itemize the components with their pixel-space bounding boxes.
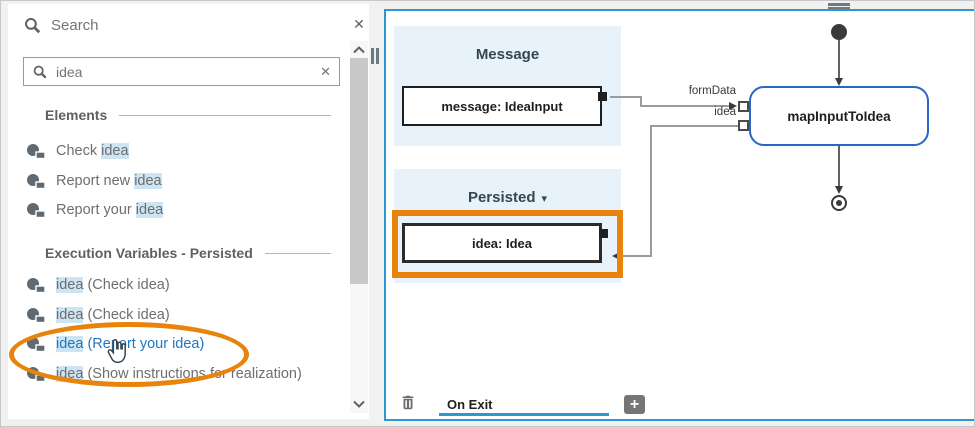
scrollbar-thumb[interactable]	[350, 58, 368, 284]
map-input-to-idea-node[interactable]: mapInputToIdea	[749, 86, 929, 146]
list-item[interactable]: idea (Check idea)	[26, 305, 356, 325]
port-formdata[interactable]	[738, 101, 749, 112]
list-item-label: Report your idea	[56, 202, 164, 218]
search-panel-header: Search	[23, 13, 99, 37]
search-input[interactable]: idea ✕	[23, 57, 340, 86]
list-item[interactable]: idea (Report your idea)	[26, 334, 356, 354]
persisted-group-title: Persisted ▾	[394, 189, 621, 206]
task-icon	[26, 173, 46, 189]
panel-resize-handle[interactable]	[371, 48, 380, 64]
clear-search-icon[interactable]: ✕	[320, 63, 331, 79]
list-item[interactable]: idea (Check idea)	[26, 275, 356, 295]
delete-icon[interactable]	[399, 393, 419, 413]
variables-list: idea (Check idea) idea (Check idea) idea (…	[26, 275, 356, 393]
scroll-up-icon[interactable]	[350, 41, 368, 58]
search-icon	[32, 64, 48, 80]
list-item-label: idea (Check idea)	[56, 306, 170, 323]
port-label-idea: idea	[714, 106, 736, 118]
search-panel-title: Search	[51, 16, 99, 34]
task-icon	[26, 277, 46, 293]
mapping-diagram-panel: Message message: IdeaInput Persisted ▾ id…	[384, 9, 974, 421]
diagram-edges	[610, 24, 847, 260]
list-item-label: idea (Check idea)	[56, 277, 170, 293]
search-input-value: idea	[56, 63, 83, 80]
list-item[interactable]: Report new idea	[26, 171, 356, 191]
persisted-title-text: Persisted	[467, 189, 536, 206]
chevron-down-icon[interactable]: ▾	[541, 193, 548, 205]
section-header-elements: Elements	[45, 107, 331, 123]
search-icon	[23, 16, 42, 35]
add-tab-button[interactable]: +	[624, 395, 645, 414]
task-icon	[26, 336, 46, 352]
panel-drag-handle[interactable]	[828, 3, 850, 10]
idea-variable-node[interactable]: idea: Idea	[402, 223, 602, 263]
active-tab-indicator	[439, 413, 609, 416]
task-icon	[26, 307, 46, 323]
task-icon	[26, 202, 46, 218]
message-group-title: Message	[475, 46, 540, 63]
port-idea[interactable]	[738, 120, 749, 131]
tab-on-exit[interactable]: On Exit	[447, 397, 493, 412]
close-icon[interactable]: ✕	[353, 15, 365, 32]
scroll-down-icon[interactable]	[350, 395, 368, 412]
list-item[interactable]: Report your idea	[26, 200, 356, 220]
connector-square[interactable]	[598, 92, 607, 101]
divider	[119, 114, 331, 116]
section-title: Execution Variables - Persisted	[45, 245, 253, 261]
start-node[interactable]	[831, 24, 847, 40]
section-title: Elements	[45, 107, 108, 123]
list-item[interactable]: idea (Show instructions for realization)	[26, 364, 356, 384]
message-variable-node[interactable]: message: IdeaInput	[402, 86, 602, 126]
task-icon	[26, 366, 46, 382]
port-label-formdata: formData	[688, 85, 736, 97]
list-item-label: Report new idea	[56, 172, 162, 189]
list-item-label: idea (Report your idea)	[56, 336, 205, 352]
list-item-label: Check idea	[56, 143, 129, 159]
section-header-variables: Execution Variables - Persisted	[45, 245, 331, 261]
list-item-label: idea (Show instructions for realization)	[56, 365, 302, 382]
list-item[interactable]: Check idea	[26, 141, 356, 161]
connector-square[interactable]	[599, 229, 608, 238]
task-icon	[26, 143, 46, 159]
divider	[264, 252, 331, 254]
